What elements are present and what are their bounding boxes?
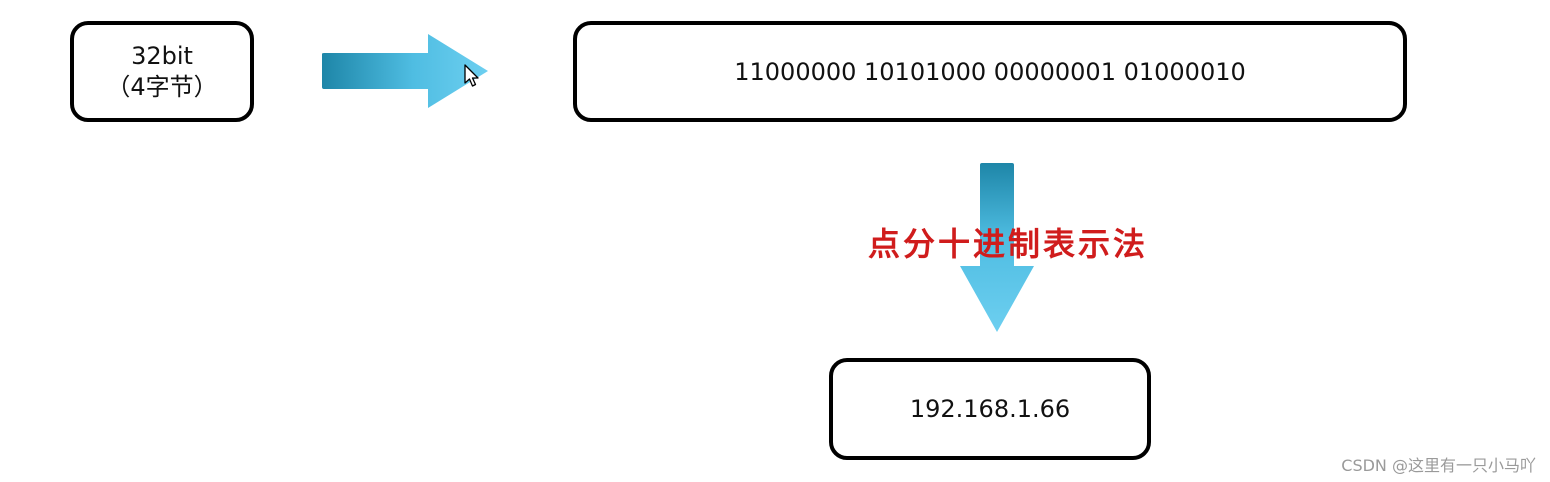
size-text-line1: 32bit <box>131 41 193 70</box>
binary-box: 11000000 10101000 00000001 01000010 <box>573 21 1407 122</box>
size-box: 32bit （4字节） <box>70 21 254 122</box>
size-text-line2: （4字节） <box>106 72 218 101</box>
watermark: CSDN @这里有一只小马吖 <box>1341 456 1536 475</box>
dotted-decimal-box: 192.168.1.66 <box>829 358 1151 460</box>
right-arrow-icon <box>322 34 488 108</box>
dotted-decimal-text: 192.168.1.66 <box>909 395 1071 423</box>
down-arrow-icon <box>960 163 1034 332</box>
mouse-pointer-icon <box>464 64 479 87</box>
method-label: 点分十进制表示法 <box>868 225 1149 263</box>
binary-text: 11000000 10101000 00000001 01000010 <box>734 57 1246 86</box>
